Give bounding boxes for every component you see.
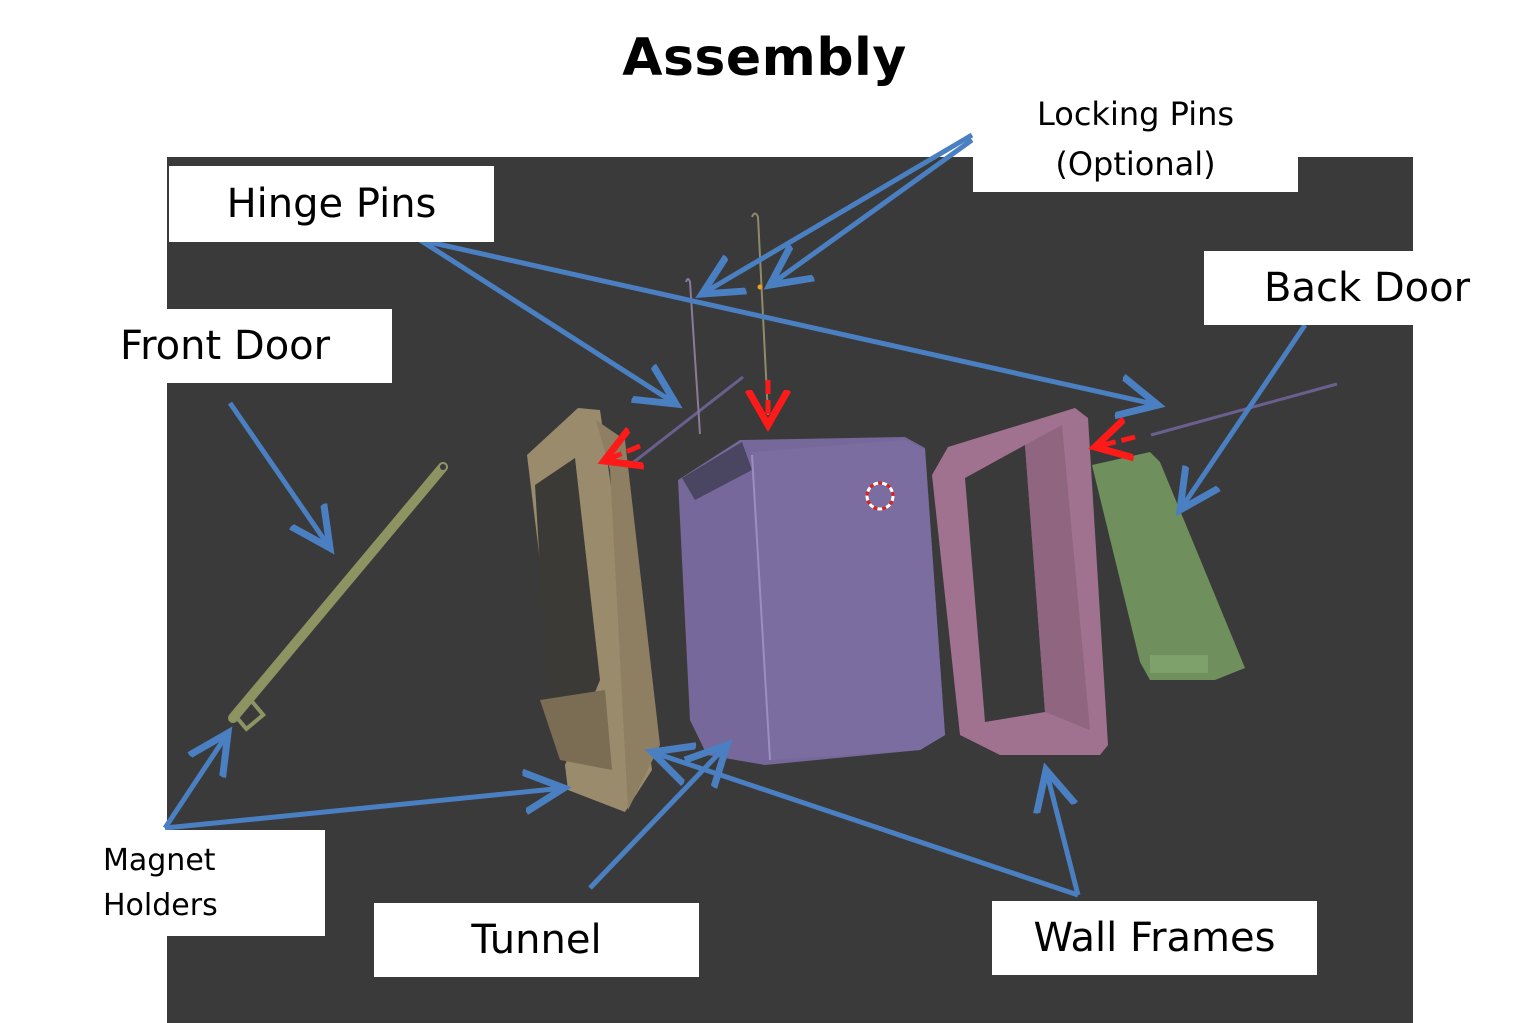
label-tunnel: Tunnel (374, 903, 699, 977)
insert-arrow-hinge-right (1095, 437, 1136, 447)
arrow-front-door (227, 401, 330, 548)
arrow-magnet-right (164, 788, 564, 831)
wall-frame-part (932, 408, 1108, 755)
3d-cursor-icon (865, 481, 895, 511)
locking-pin-right (751, 212, 769, 416)
diagram-title: Assembly (622, 28, 907, 88)
locking-pin-left (685, 278, 701, 435)
arrow-magnet-left (162, 733, 228, 830)
label-wall-frames: Wall Frames (992, 901, 1317, 975)
label-hinge-pins: Hinge Pins (169, 166, 494, 242)
front-door-part (228, 462, 448, 732)
arrow-wall-left (652, 752, 1079, 898)
arrow-wall-right (1046, 770, 1081, 896)
back-door-part (1092, 452, 1245, 680)
label-locking-pins: Locking Pins (Optional) (973, 85, 1298, 192)
arrow-locking-left (702, 132, 974, 294)
front-frame-part (527, 408, 660, 812)
tunnel-part (678, 437, 945, 765)
arrow-back-door (1180, 323, 1308, 510)
hinge-pin-right (1150, 382, 1338, 437)
arrow-hinge-right (419, 237, 1158, 405)
hinge-pin-left (629, 375, 744, 467)
label-magnet-holders: Magnet Holders (60, 830, 325, 936)
arrow-locking-right (770, 137, 974, 285)
label-front-door: Front Door (70, 309, 392, 383)
arrow-hinge-left (418, 237, 676, 404)
label-back-door: Back Door (1204, 251, 1529, 325)
insert-arrow-hinge-left (604, 446, 640, 461)
callout-arrows (162, 132, 1308, 898)
